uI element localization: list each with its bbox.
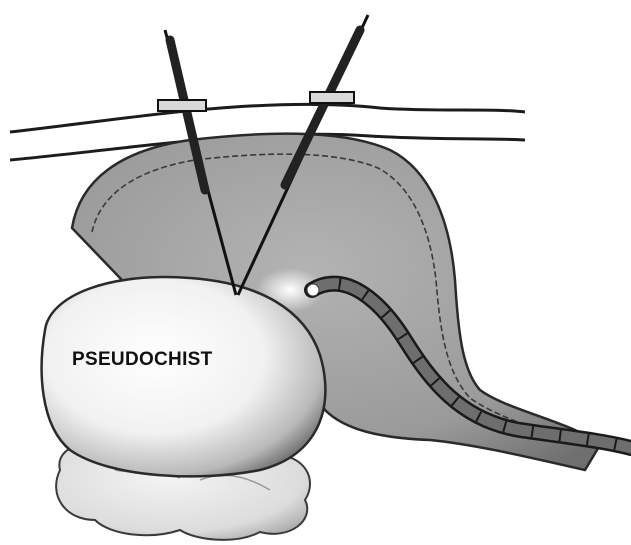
needle-clamp-right: [310, 92, 354, 103]
endoscope-tip-light: [307, 284, 319, 296]
needle-clamp-left: [158, 100, 206, 111]
pseudocyst-label: PSEUDOCHIST: [72, 349, 213, 370]
pseudocyst: PSEUDOCHIST: [42, 277, 326, 476]
